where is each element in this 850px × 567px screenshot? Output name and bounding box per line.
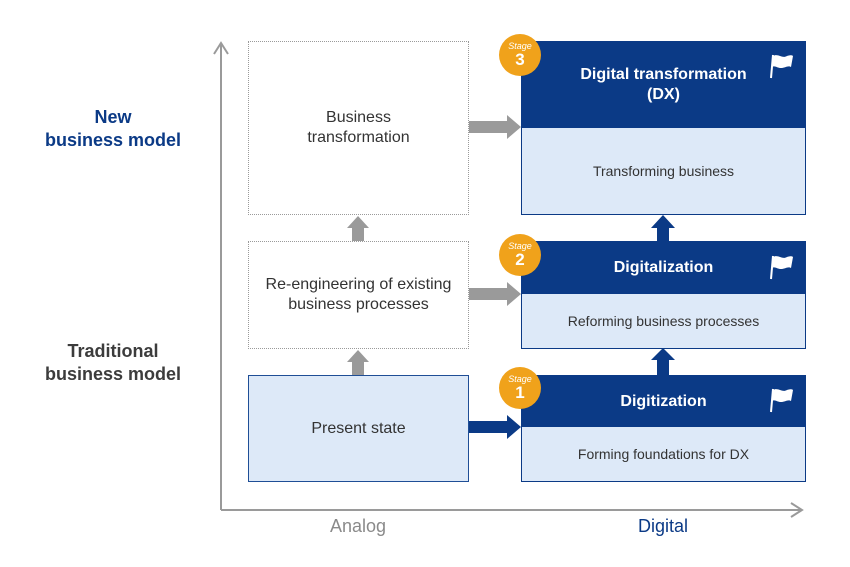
- stage-2-badge-number: 2: [515, 249, 525, 269]
- stage-3-box: Digital transformation (DX) Transforming…: [521, 41, 806, 215]
- stage-3-description: Transforming business: [592, 162, 735, 179]
- reengineering-box: Re-engineering of existing business proc…: [248, 241, 469, 349]
- stage-1-badge-word: Stage: [508, 373, 532, 384]
- flag-icon: [770, 255, 793, 280]
- x-axis-arrowhead: [790, 502, 804, 518]
- right-arrow-transformation-to-stage3: [469, 115, 521, 139]
- stage-2-badge-word: Stage: [508, 240, 532, 251]
- stage-2-description: Reforming business processes: [567, 312, 760, 329]
- stage-3-badge-word: Stage: [508, 40, 532, 51]
- up-arrow-present-to-reengineering: [347, 350, 369, 375]
- right-arrow-present-to-stage1: [469, 415, 521, 439]
- x-label-analog: Analog: [329, 516, 387, 536]
- up-arrow-reengineering-to-transformation: [347, 216, 369, 241]
- stage-3-badge: Stage 3: [499, 34, 541, 76]
- up-arrow-stage1-to-stage2: [651, 348, 675, 375]
- right-arrow-reengineering-to-stage2: [469, 282, 521, 306]
- x-label-digital: Digital: [637, 516, 689, 536]
- up-arrow-stage2-to-stage3: [651, 215, 675, 241]
- y-axis-arrowhead: [213, 41, 229, 55]
- flag-icon: [770, 54, 793, 79]
- stage-1-description: Forming foundations for DX: [577, 445, 750, 462]
- business-transformation-box: Business transformation: [248, 41, 469, 215]
- stage-1-badge: Stage 1: [499, 367, 541, 409]
- flag-icon: [770, 388, 793, 413]
- y-label-traditional-business-model: Traditional business model: [44, 341, 182, 384]
- stage-2-box: Digitalization Reforming business proces…: [521, 241, 806, 349]
- stage-2-title: Digitalization: [522, 242, 805, 294]
- stage-1-title: Digitization: [522, 376, 805, 427]
- stage-3-badge-number: 3: [515, 49, 525, 69]
- present-state-box: Present state: [248, 375, 469, 482]
- stage-2-badge: Stage 2: [499, 234, 541, 276]
- stage-1-box: Digitization Forming foundations for DX: [521, 375, 806, 482]
- stage-3-title: Digital transformation (DX): [522, 42, 805, 128]
- y-label-new-business-model: New business model: [44, 107, 182, 150]
- stage-1-badge-number: 1: [515, 382, 525, 402]
